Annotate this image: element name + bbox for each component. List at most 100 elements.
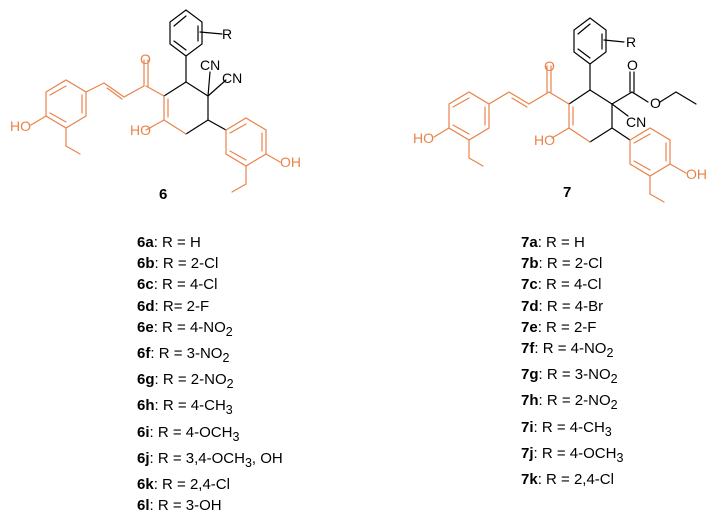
compound-separator: : — [538, 392, 547, 410]
structure-6-left-ring — [30, 59, 165, 155]
compound-separator: : — [153, 276, 163, 294]
compound-entry: 7f: R = 4-NO2 — [521, 338, 623, 364]
compound-id: 6g — [137, 371, 155, 389]
compound-substituent: R = H — [162, 234, 201, 251]
compound-separator: : — [153, 318, 163, 336]
structure-6-oh-right: OH — [280, 154, 301, 170]
compound-entry: 7j: R = 4-OCH3 — [521, 443, 623, 469]
compound-separator: : — [149, 423, 158, 441]
compound-separator: : — [150, 345, 159, 363]
compound-id: 7i — [521, 418, 534, 436]
reaction-scheme-canvas: HO O HO CN CN R OH 6 — [10, 9, 707, 203]
compound-substituent: R = 4-NO — [542, 340, 607, 358]
compound-id: 7k — [521, 471, 538, 489]
compound-separator: : — [537, 276, 547, 294]
compound-subscript: 2 — [222, 351, 230, 366]
compound-separator: : — [538, 366, 547, 384]
compound-entry: 6d: R= 2-F — [137, 296, 283, 317]
structure-6-number: 6 — [159, 186, 167, 203]
compound-separator: : — [154, 297, 163, 315]
compound-entry: 6e: R = 4-NO2 — [137, 317, 283, 343]
compound-id: 6a — [137, 234, 154, 251]
compound-entry: 6j: R = 3,4-OCH3, OH — [137, 448, 283, 474]
compound-id: 7e — [521, 318, 538, 336]
compound-separator: : — [149, 497, 158, 515]
compound-substituent: R = 2,4-Cl — [546, 471, 614, 489]
structure-6-ho-ring: HO — [130, 122, 151, 138]
compound-substituent: R = 4-CH — [541, 418, 605, 436]
compound-id: 7b — [521, 255, 539, 273]
structure-7-ho-ring: HO — [534, 132, 555, 148]
compound-substituent: R = 3-NO — [158, 345, 223, 363]
compound-id: 6j — [137, 449, 150, 467]
compound-entry: 7h: R = 2-NO2 — [521, 390, 623, 416]
compound-subscript: 3 — [604, 424, 612, 439]
compound-entry: 7b: R = 2-Cl — [521, 253, 623, 274]
compound-entry: 6a: R = H — [137, 232, 283, 253]
compound-entry: 6c: R = 4-Cl — [137, 274, 283, 295]
compound-entry: 6h: R = 4-CH3 — [137, 395, 283, 421]
structure-6-cn-1: CN — [200, 57, 220, 73]
compound-substituent: R = 4-CH — [162, 397, 226, 415]
compound-substituent: R = 2-F — [546, 318, 597, 336]
compound-substituent: R = 4-Cl — [546, 276, 602, 294]
compound-entry: 7k: R = 2,4-Cl — [521, 469, 623, 490]
compound-subscript: 2 — [610, 372, 618, 387]
compound-separator: : — [153, 234, 163, 251]
compound-entry: 7d: R = 4-Br — [521, 296, 623, 317]
compound-subscript: 2 — [225, 324, 233, 339]
compound-entry: 6l: R = 3-OH — [137, 495, 283, 516]
structure-7-cn: CN — [626, 114, 646, 130]
compound-entry: 7c: R = 4-Cl — [521, 274, 623, 295]
compound-separator: : — [154, 255, 163, 273]
compound-substituent-tail: , OH — [251, 449, 283, 467]
structure-7-number: 7 — [563, 184, 571, 201]
compound-substituent: R = 4-Br — [546, 297, 604, 315]
compound-entry: 7i: R = 4-CH3 — [521, 417, 623, 443]
compound-substituent: R = 2-Cl — [162, 255, 219, 273]
structure-7-left-ring — [433, 65, 570, 167]
compound-subscript: 3 — [232, 429, 240, 444]
structure-7-r-group: R — [626, 34, 636, 50]
structure-6-cyclohexene — [145, 9, 281, 193]
compound-separator: : — [537, 318, 547, 336]
compound-id: 6i — [137, 423, 150, 441]
structure-6-atom-labels: HO O HO CN CN R OH 6 — [10, 26, 301, 203]
compound-id: 6e — [137, 318, 154, 336]
compound-entry: 7g: R = 3-NO2 — [521, 364, 623, 390]
structure-6 — [30, 9, 281, 193]
compound-subscript: 2 — [610, 398, 618, 413]
compound-entry: 6k: R = 2,4-Cl — [137, 474, 283, 495]
compound-substituent: R = 4-Cl — [162, 276, 218, 294]
compound-separator: : — [533, 444, 542, 462]
compound-substituent: R = 4-NO — [162, 318, 226, 336]
compound-substituent: R = 3-OH — [157, 497, 222, 515]
structure-7-ketone-o: O — [544, 58, 555, 74]
structure-6-cn-2: CN — [222, 70, 242, 86]
structure-6-ketone-o: O — [140, 51, 151, 67]
compound-separator: : — [154, 371, 163, 389]
compound-entry: 6i: R = 4-OCH3 — [137, 422, 283, 448]
compound-separator: : — [149, 449, 158, 467]
compound-substituent: R = 3,4-OCH — [157, 449, 245, 467]
compound-subscript: 3 — [225, 403, 233, 418]
compound-substituent: R = 2-NO — [162, 371, 227, 389]
compound-id: 7h — [521, 392, 539, 410]
compound-substituent: R = 4-OCH — [541, 444, 617, 462]
compound-id: 7d — [521, 297, 539, 315]
structure-6-r-group: R — [222, 26, 232, 42]
compound-separator: : — [538, 255, 547, 273]
structure-7 — [433, 17, 697, 203]
compound-substituent: R = 2,4-Cl — [162, 476, 230, 494]
compound-separator: : — [537, 234, 547, 251]
compound-id: 7g — [521, 366, 539, 384]
compound-subscript: 2 — [606, 346, 614, 361]
compound-substituent: R = 2-Cl — [546, 255, 603, 273]
structure-7-ho-left: HO — [413, 130, 434, 146]
compound-substituent: R = H — [546, 234, 585, 251]
compound-id: 6k — [137, 476, 154, 494]
compound-subscript: 3 — [244, 455, 252, 470]
compound-subscript: 2 — [226, 377, 234, 392]
